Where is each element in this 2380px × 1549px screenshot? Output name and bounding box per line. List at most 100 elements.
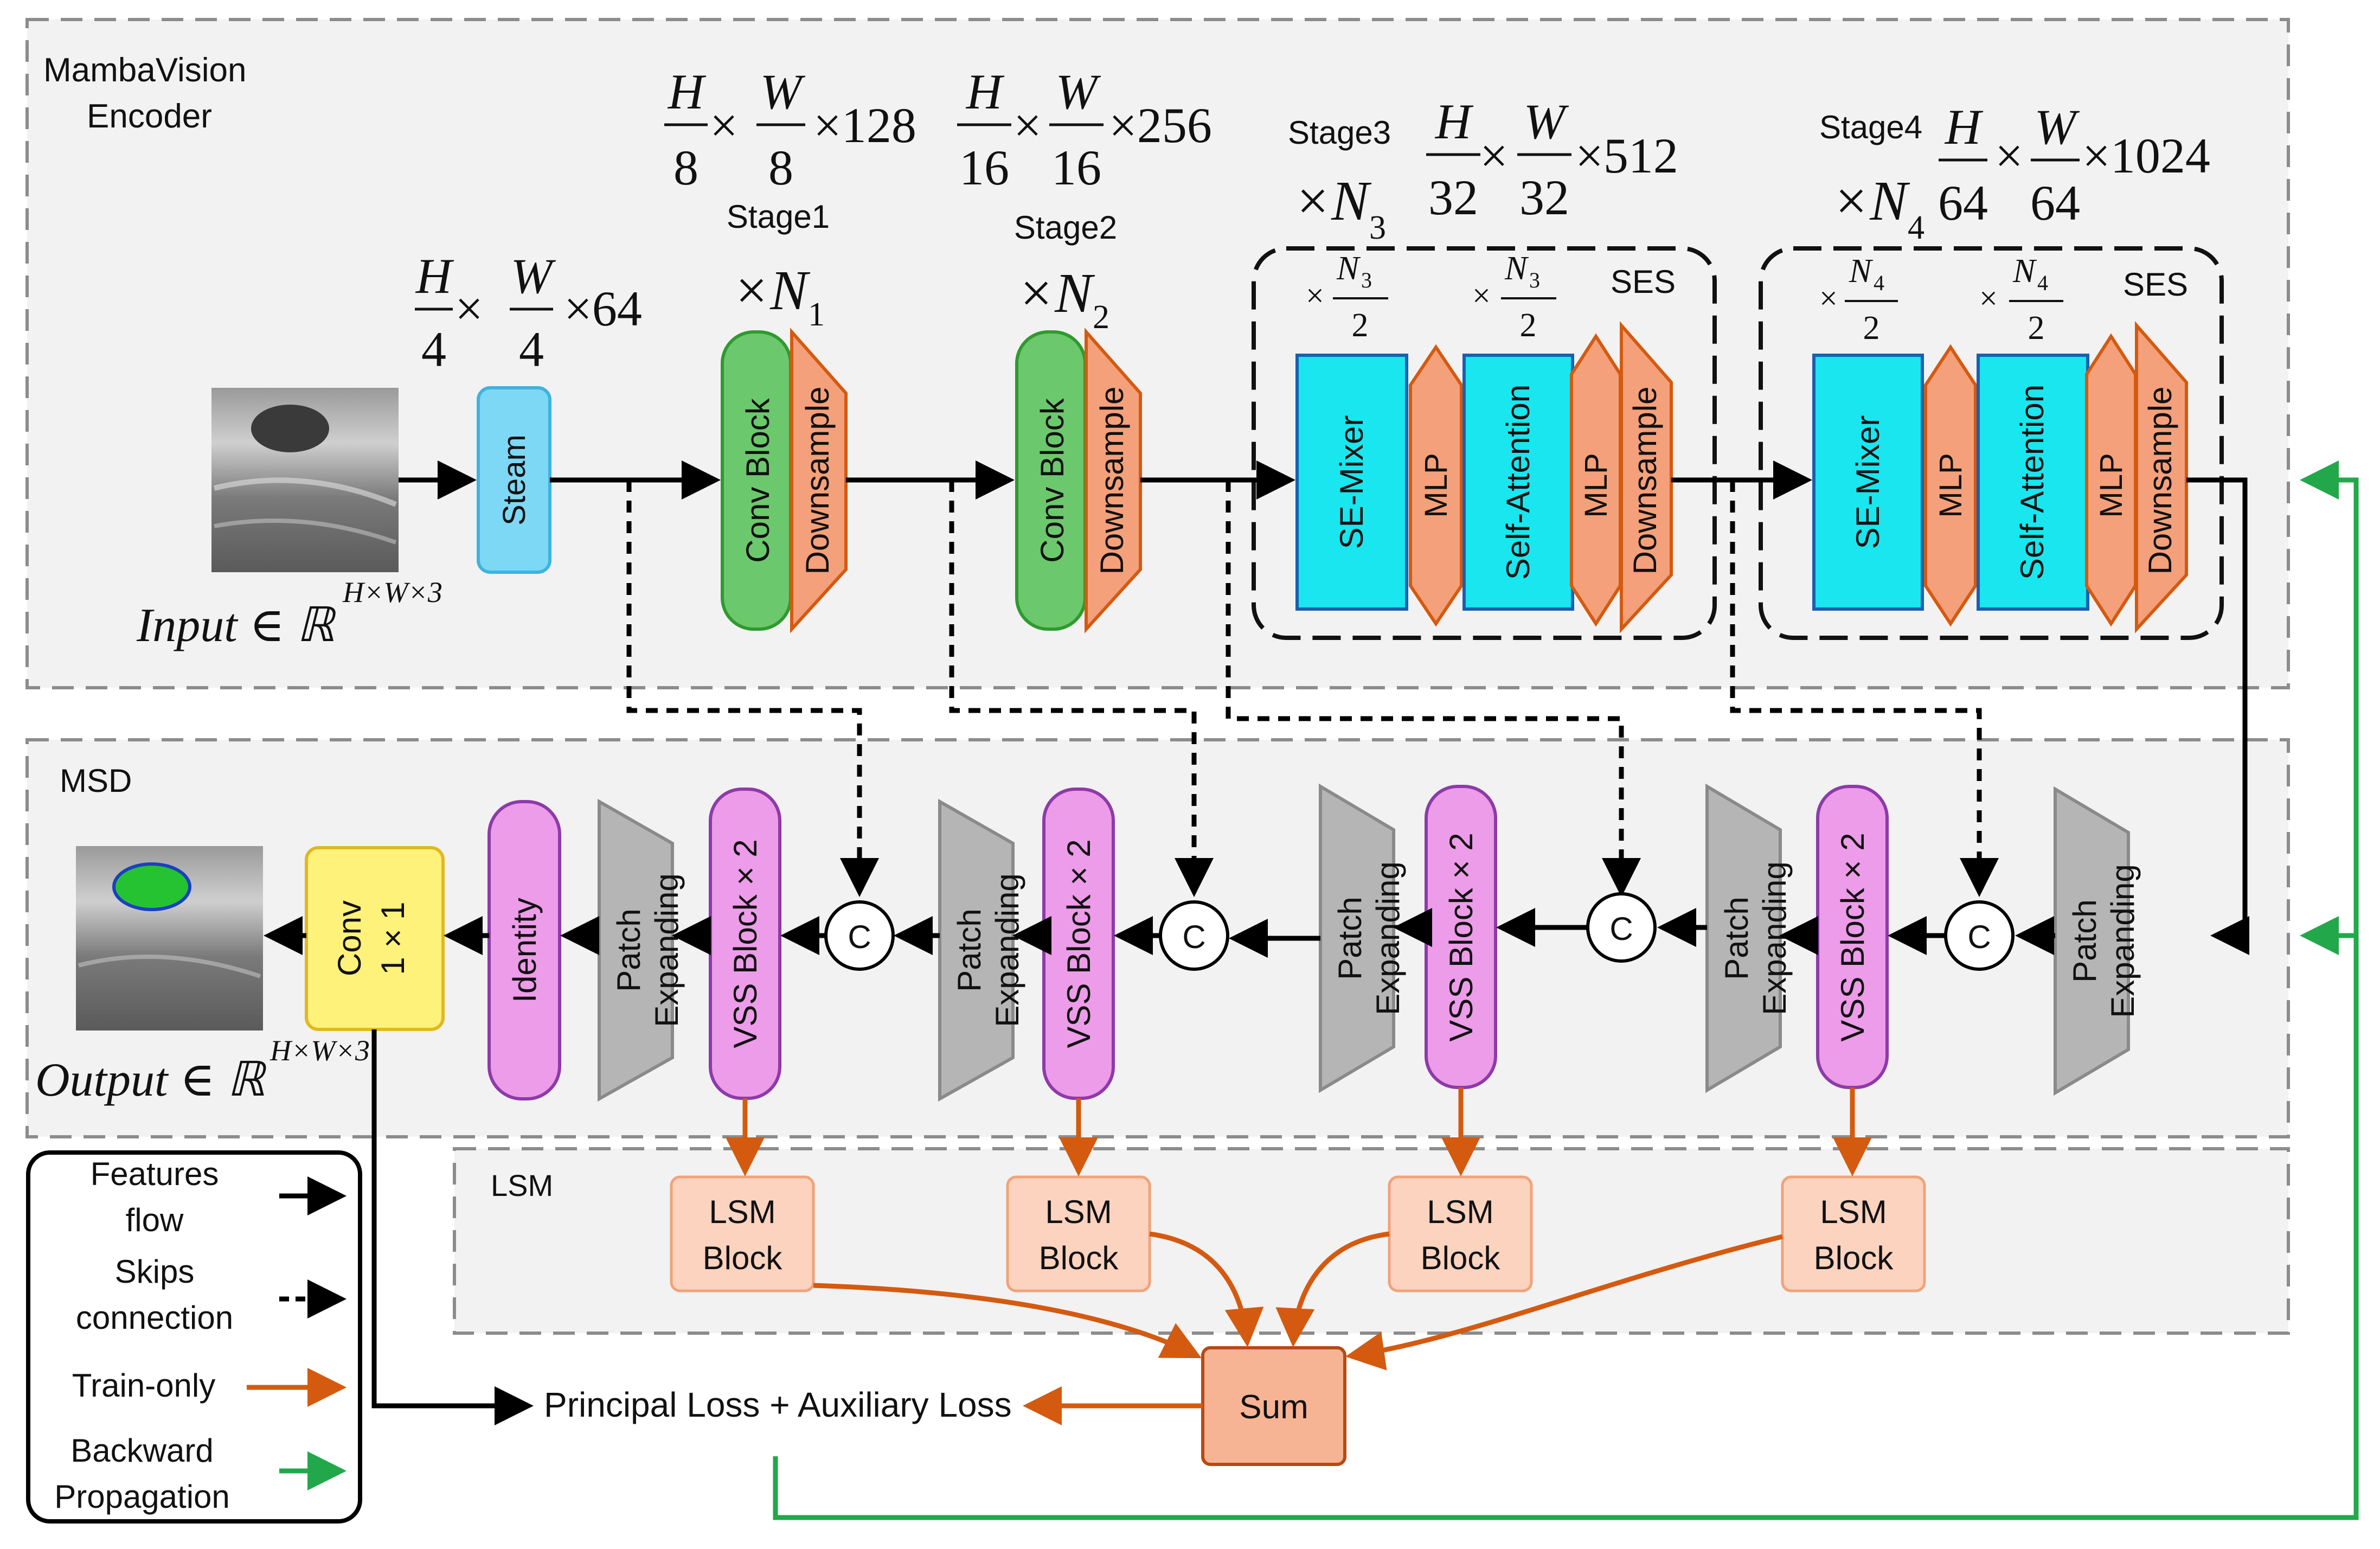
stage2-conv-label: Conv Block: [1034, 398, 1070, 562]
concat-d: C: [1944, 900, 2015, 971]
lsm-block-3-label-1: LSM: [1427, 1194, 1493, 1230]
stage4-frac1-pre: ×: [1819, 280, 1838, 316]
stage4-frac2-sub: 4: [2037, 271, 2048, 295]
vss-block-c: VSS Block × 2: [1425, 785, 1497, 1089]
stage1-conv-label: Conv Block: [740, 398, 776, 562]
vss-block-a: VSS Block × 2: [709, 788, 781, 1100]
stage4-dim-d2: 64: [2030, 175, 2080, 231]
concat-a-label: C: [848, 919, 871, 955]
stage1-dim-w: W: [760, 64, 806, 119]
stage1-label: Stage1: [727, 199, 830, 235]
steam-dim-c: ×64: [564, 281, 642, 336]
stage4-label: Stage4: [1819, 109, 1922, 145]
patch-expanding-c: Patch Expanding: [1319, 783, 1406, 1093]
stage2: Conv Block Downsample Stage2 ×N 2: [1014, 209, 1142, 633]
lsm-block-2-label-2: Block: [1039, 1240, 1119, 1276]
concat-c-label: C: [1609, 911, 1633, 947]
stage2-label: Stage2: [1014, 209, 1117, 246]
svg-text:×: ×: [455, 281, 483, 336]
stage1: Conv Block Downsample Stage1 ×N 1: [721, 199, 848, 633]
backward-propagation-arrows: [773, 460, 2359, 1520]
stage2-rep: ×N: [1017, 262, 1095, 324]
stage3-frac2-pre: ×: [1472, 278, 1491, 313]
stage2-downsample-label: Downsample: [1094, 387, 1130, 575]
lsm-block-1: LSM Block: [670, 1175, 815, 1292]
svg-text:×: ×: [1480, 128, 1508, 183]
stage2-dim-c: ×256: [1109, 98, 1212, 153]
concat-d-label: C: [1967, 919, 1991, 955]
concat-a: C: [824, 900, 895, 971]
sum-block: Sum: [1201, 1346, 1346, 1466]
stage4-frac1-sub: 4: [1874, 271, 1884, 295]
patch-expanding-d: Patch Expanding: [1705, 783, 1793, 1093]
legend-backward-label-1: Backward: [70, 1432, 213, 1469]
stage2-dim-h: H: [966, 64, 1005, 119]
svg-text:×: ×: [1013, 98, 1042, 153]
patch-e-label-1: Patch: [2067, 899, 2103, 982]
patch-expanding-b: Patch Expanding: [938, 798, 1025, 1102]
legend-skips-label-2: connection: [76, 1300, 233, 1336]
stage1-dim-h: H: [668, 64, 707, 119]
stage3-dim-d2: 32: [1519, 170, 1569, 225]
patch-c-label-1: Patch: [1332, 897, 1368, 980]
stage4-dim-d1: 64: [1938, 175, 1988, 231]
input-image: [211, 388, 399, 572]
stage4-dim-w: W: [2035, 99, 2080, 155]
vss-a-label: VSS Block × 2: [727, 839, 764, 1048]
stage1-rep: ×N: [732, 259, 811, 322]
stage4-dim-c: ×1024: [2082, 128, 2210, 183]
svg-text:×: ×: [1995, 128, 2023, 183]
stage4-frac2-d: 2: [2028, 310, 2045, 347]
stage4-self-attention-label: Self-Attention: [2014, 385, 2050, 580]
lsm-block-2: LSM Block: [1006, 1175, 1151, 1292]
stage1-dim-d1: 8: [673, 140, 698, 195]
steam-dim-w: W: [511, 248, 556, 304]
skip-connections: [626, 480, 1999, 897]
steam-dims: H 4 × W 4 ×64: [415, 248, 642, 377]
stage4-mlp1-label: MLP: [1933, 453, 1968, 517]
sum-label: Sum: [1239, 1388, 1308, 1426]
legend-features-label-1: Features: [91, 1156, 219, 1192]
stage3-frac1-n: N: [1336, 250, 1361, 287]
legend: Features flow Skips connection Train-onl…: [26, 1150, 362, 1524]
msd-label: MSD: [60, 763, 132, 799]
stage3-rep-sub: 3: [1369, 209, 1386, 246]
patch-c-label-2: Expanding: [1370, 861, 1406, 1015]
output-label-text: Output ∈ ℝ: [35, 1054, 267, 1106]
legend-skips-label-1: Skips: [115, 1253, 195, 1290]
concat-b-label: C: [1182, 919, 1205, 955]
input-label-sup: H×W×3: [342, 576, 442, 609]
stage3-frac1-sub: 3: [1361, 268, 1372, 292]
stage3: Stage3 ×N 3 SES × N 3 2 × N 3 2 SE-Mixer…: [1252, 114, 1717, 640]
vss-c-label: VSS Block × 2: [1443, 833, 1479, 1041]
stage1-dims: H 8 × W 8 ×128: [664, 64, 916, 195]
stage4-rep-sub: 4: [1908, 209, 1924, 246]
identity-block: Identity: [487, 800, 561, 1100]
stage1-dim-c: ×128: [813, 98, 916, 153]
stage4-frac1-d: 2: [1863, 310, 1880, 347]
vss-block-b: VSS Block × 2: [1042, 788, 1115, 1100]
stage3-frac2-sub: 3: [1529, 268, 1540, 292]
train-only-arrows: [726, 1087, 1872, 1425]
stage4-ses-label: SES: [2123, 266, 2188, 303]
stage2-dims: H 16 × W 16 ×256: [957, 64, 1212, 195]
lsm-block-3: LSM Block: [1388, 1175, 1533, 1292]
stage4-frac1-n: N: [1849, 253, 1874, 290]
steam-dim-h: H: [415, 248, 454, 304]
conv1x1-block: Conv 1 × 1: [305, 846, 445, 1031]
lsm-block-4: LSM Block: [1781, 1175, 1926, 1292]
stage4-downsample-label: Downsample: [2142, 387, 2178, 575]
legend-features-label-2: flow: [126, 1202, 184, 1238]
stage3-self-attention-label: Self-Attention: [1500, 385, 1536, 580]
lsm-label: LSM: [491, 1168, 553, 1202]
loss-label: Principal Loss + Auxiliary Loss: [544, 1385, 1012, 1424]
lsm-block-3-label-2: Block: [1421, 1240, 1501, 1276]
stage3-mlp2-label: MLP: [1579, 453, 1614, 517]
stage3-dim-c: ×512: [1575, 128, 1678, 183]
stage1-dim-d2: 8: [768, 140, 793, 195]
patch-a-label-2: Expanding: [649, 873, 685, 1027]
stage2-dim-d1: 16: [959, 140, 1009, 195]
stage3-downsample-label: Downsample: [1627, 387, 1663, 575]
stage3-mlp1-label: MLP: [1419, 453, 1454, 517]
patch-a-label-1: Patch: [611, 908, 647, 991]
